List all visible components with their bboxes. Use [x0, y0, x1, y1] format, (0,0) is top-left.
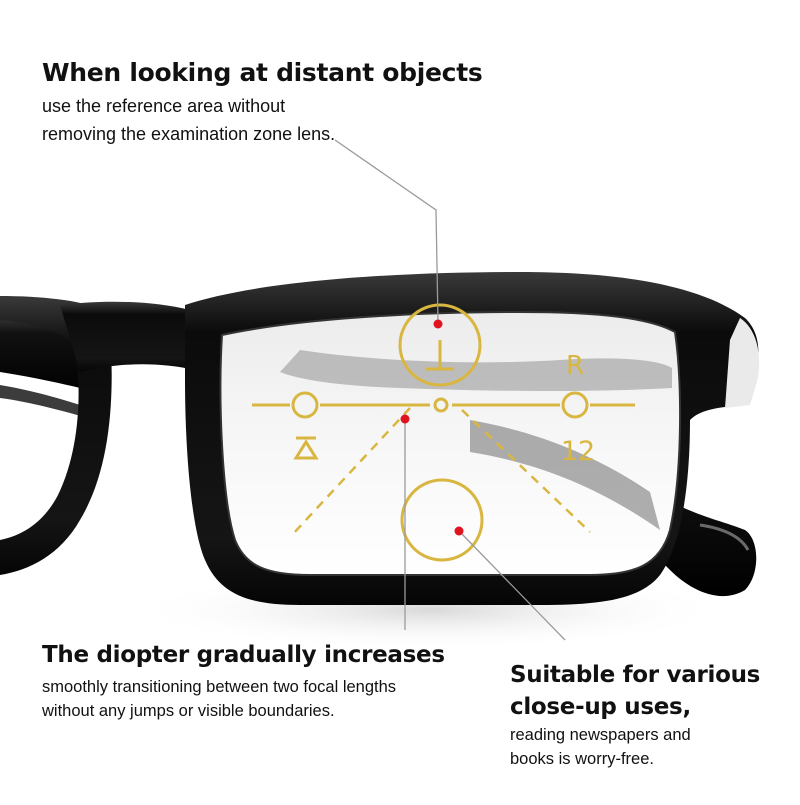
- distance-leader-line: [334, 139, 439, 323]
- bridge: [60, 301, 195, 372]
- right-lens-letter: R: [566, 351, 584, 381]
- closeup-leader-line: [459, 531, 566, 641]
- right-reference-circle: [561, 391, 589, 419]
- left-reference-circle: [291, 391, 319, 419]
- near-zone-circle: [400, 478, 484, 562]
- distance-text-line2: removing the examination zone lens.: [42, 124, 336, 144]
- distance-text-line1: use the reference area without: [42, 96, 286, 116]
- diopter-text-line1: smoothly transitioning between two focal…: [42, 678, 397, 696]
- lens: [219, 310, 682, 576]
- closeup-heading-line2: close-up uses,: [510, 694, 691, 720]
- closeup-point-dot: [454, 526, 464, 536]
- hinge: [725, 318, 760, 408]
- distance-heading: When looking at distant objects: [42, 58, 483, 87]
- distance-point-dot: [433, 319, 443, 329]
- lens-markings: [252, 303, 635, 562]
- closeup-text-line1: reading newspapers and: [510, 726, 691, 744]
- closeup-heading-line1: Suitable for various: [510, 662, 761, 688]
- right-lens-number: 12: [561, 436, 595, 467]
- leader-lines: [334, 139, 566, 641]
- center-reference-circle: [433, 397, 449, 413]
- distance-zone-circle: [398, 303, 482, 387]
- diopter-heading: The diopter gradually increases: [42, 642, 445, 668]
- diopter-text-line2: without any jumps or visible boundaries.: [42, 702, 335, 720]
- closeup-text-line2: books is worry-free.: [510, 750, 654, 768]
- diopter-point-dot: [400, 414, 410, 424]
